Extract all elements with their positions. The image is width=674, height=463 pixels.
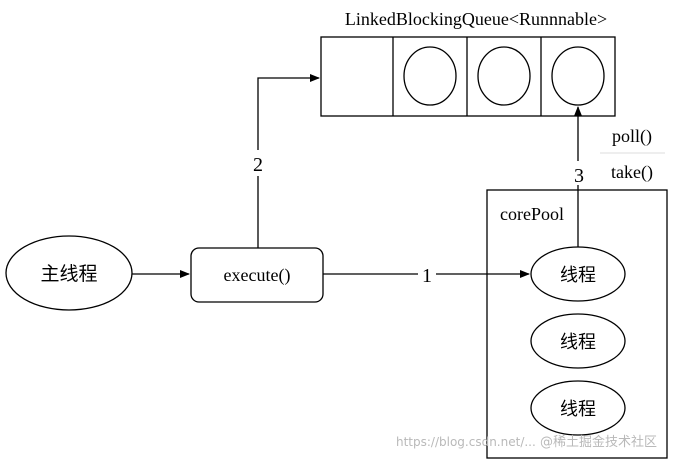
execute-node	[190, 247, 324, 303]
take-label: take()	[611, 162, 653, 183]
pool-thread: 线程	[530, 246, 626, 302]
pool-thread-ellipse	[530, 380, 626, 436]
step-2-label: 2	[253, 154, 263, 176]
pool-thread-label: 线程	[560, 265, 596, 286]
queued-task	[403, 46, 457, 106]
queued-task	[551, 46, 605, 106]
watermark-brand: @稀土掘金技术社区	[540, 434, 657, 450]
pool-thread-label: 线程	[560, 332, 596, 353]
step-1-bg	[418, 262, 436, 286]
queued-task	[477, 46, 531, 106]
core-pool-label: corePool	[500, 204, 564, 224]
queue	[320, 36, 616, 117]
queue-title: LinkedBlockingQueue<Runnnable>	[345, 9, 607, 29]
pool-thread-ellipse	[530, 313, 626, 369]
main-thread-label: 主线程	[40, 263, 97, 285]
step-3-label: 3	[574, 165, 584, 187]
step-2-bg	[248, 150, 268, 176]
step-1-label: 1	[422, 265, 432, 287]
arrow-2	[257, 74, 320, 248]
pool-thread: 线程	[530, 313, 626, 369]
pool-thread-ellipse	[530, 246, 626, 302]
poll-label: poll()	[612, 126, 652, 147]
step-3-bg	[568, 161, 588, 185]
pool-thread-label: 线程	[560, 399, 596, 420]
watermark-url: https://blog.csdn.net/...	[396, 435, 536, 449]
main-thread-node	[5, 235, 133, 311]
pool-thread: 线程	[530, 380, 626, 436]
execute-label: execute()	[224, 265, 291, 286]
